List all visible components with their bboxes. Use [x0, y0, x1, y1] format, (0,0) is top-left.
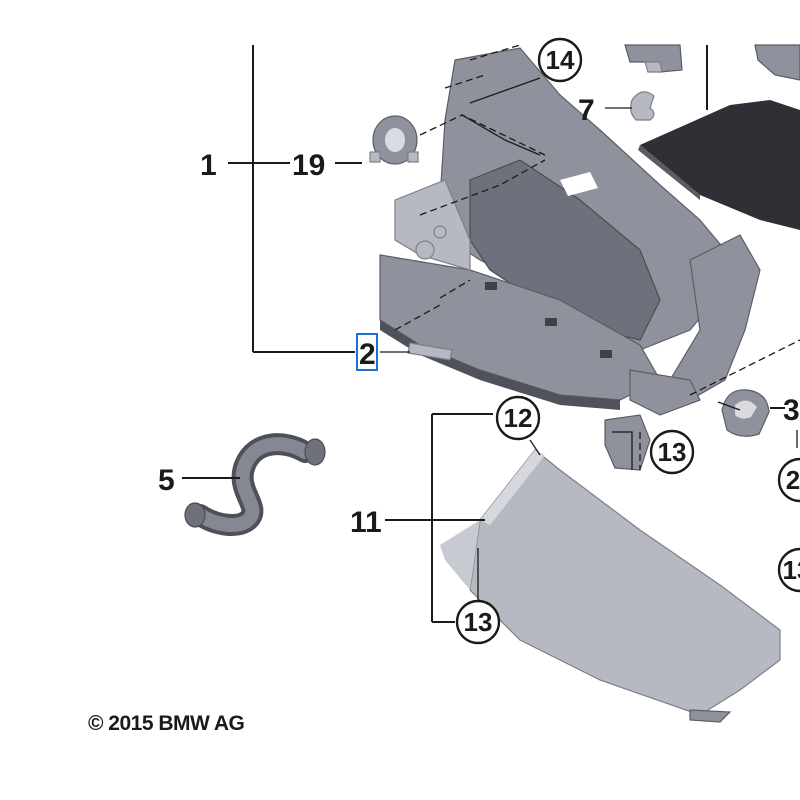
- callout-3[interactable]: 3: [783, 394, 800, 427]
- clip-part-7[interactable]: [630, 91, 655, 121]
- callout-12[interactable]: 12: [495, 395, 541, 441]
- clip-part-3[interactable]: [721, 389, 770, 437]
- callout-12-label: 12: [504, 403, 533, 433]
- callout-13-right-label: 13: [783, 555, 800, 585]
- callout-7[interactable]: 7: [578, 94, 595, 127]
- callout-13-upper-label: 13: [658, 437, 687, 467]
- rubber-mat-part[interactable]: [638, 100, 800, 230]
- callout-13-lower[interactable]: 13: [455, 599, 501, 645]
- callout-13-upper[interactable]: 13: [649, 429, 695, 475]
- callout-2-right[interactable]: 2: [777, 457, 800, 503]
- callout-11[interactable]: 11: [350, 506, 382, 539]
- callout-19[interactable]: 19: [292, 149, 325, 182]
- top-right-clip-part[interactable]: [624, 44, 683, 73]
- callout-2-right-label: 2: [786, 465, 800, 495]
- selected-callout-highlight: [356, 333, 378, 371]
- foam-strip-part-2[interactable]: [407, 342, 453, 361]
- callout-1[interactable]: 1: [200, 149, 217, 182]
- storage-compartment-part[interactable]: [379, 47, 761, 471]
- callout-14-label: 14: [546, 45, 575, 75]
- callout-14[interactable]: 14: [537, 37, 583, 83]
- hose-part-5[interactable]: [184, 433, 326, 536]
- leader-lines: [182, 44, 800, 623]
- cover-panel-part-11[interactable]: [440, 449, 781, 723]
- callout-5[interactable]: 5: [158, 464, 175, 497]
- copyright-notice: © 2015 BMW AG: [88, 712, 245, 735]
- corner-bracket-part[interactable]: [754, 44, 800, 81]
- callout-13-lower-label: 13: [464, 607, 493, 637]
- callout-2[interactable]: 2: [359, 338, 376, 371]
- callout-13-right[interactable]: 13: [777, 547, 800, 593]
- grommet-part-19[interactable]: [369, 115, 419, 165]
